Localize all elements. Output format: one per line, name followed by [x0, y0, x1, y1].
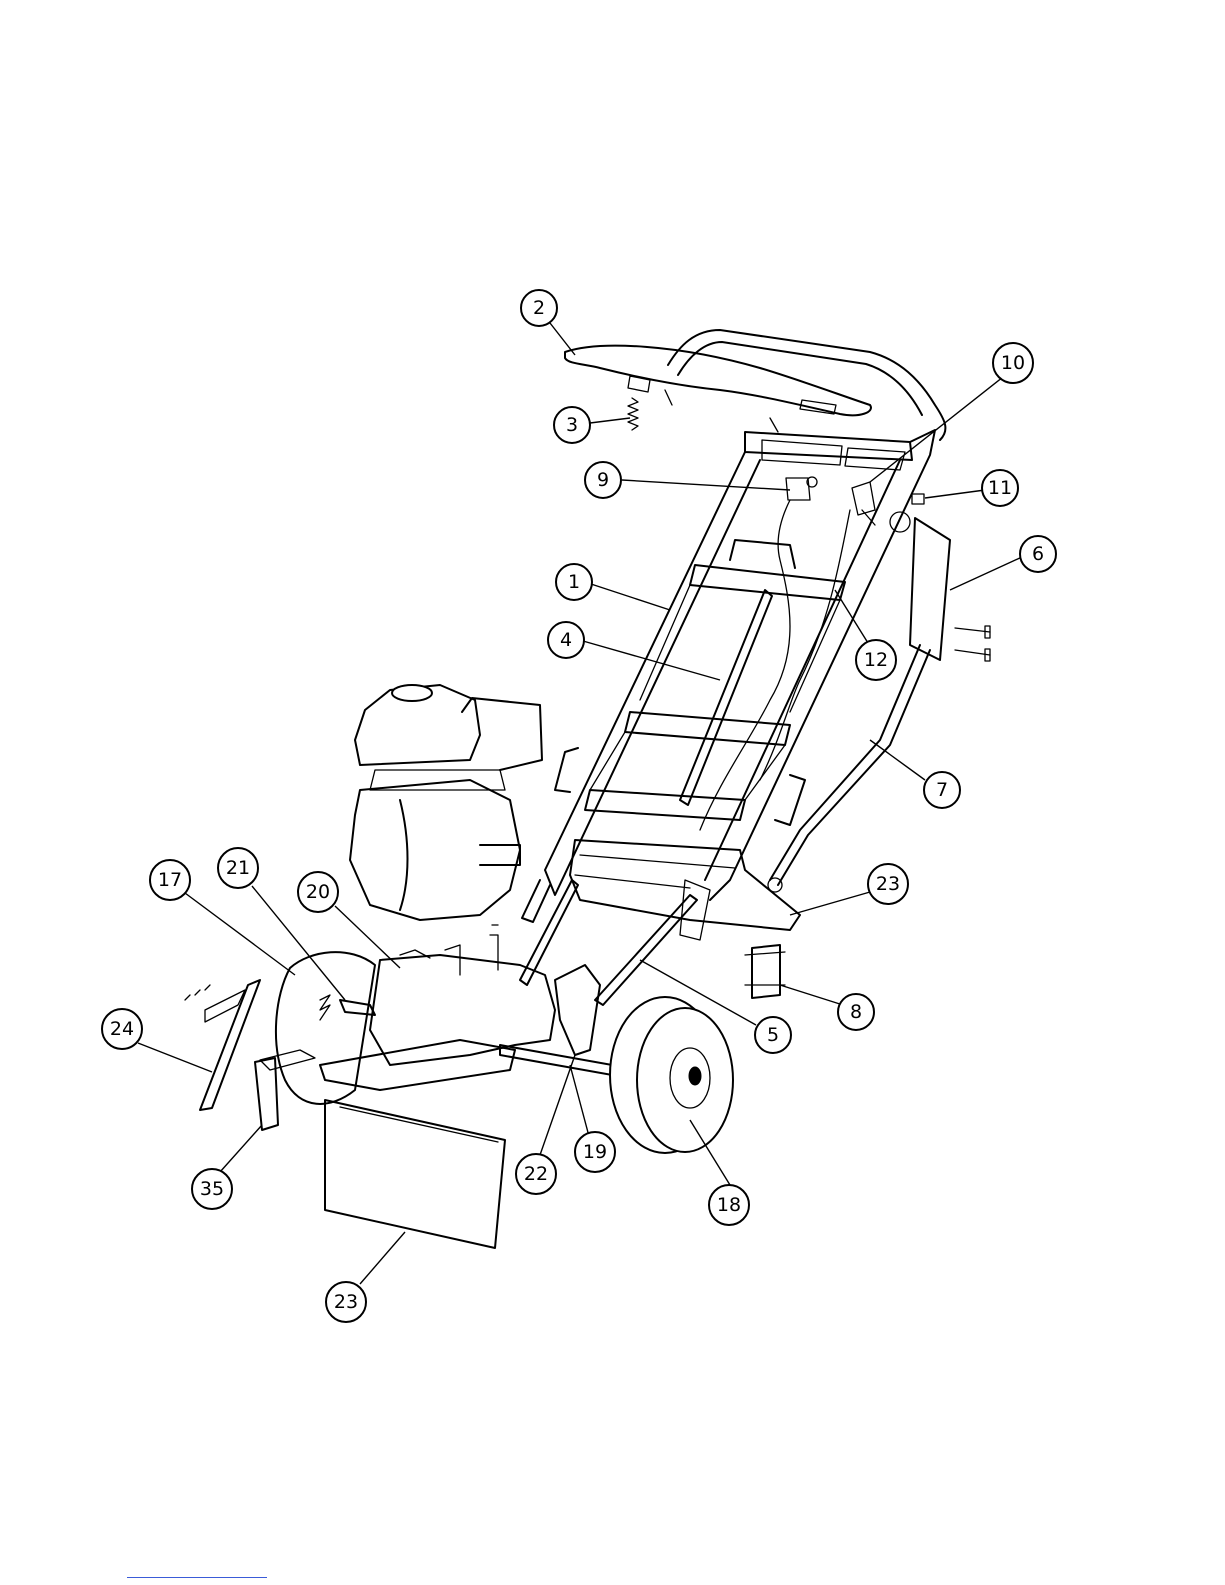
callout-12: 12 — [856, 640, 896, 680]
callout-label: 4 — [560, 629, 572, 651]
callout-label: 20 — [306, 881, 330, 903]
clamp-part-8 — [745, 945, 785, 998]
callout-1: 1 — [556, 564, 592, 600]
footer-rule — [127, 1577, 267, 1578]
rod-part-5 — [520, 880, 697, 1005]
callout-label: 23 — [876, 873, 900, 895]
callout-label: 18 — [717, 1194, 741, 1216]
callout-label: 10 — [1001, 352, 1025, 374]
callout-label: 3 — [566, 414, 578, 436]
callout-label: 2 — [533, 297, 545, 319]
callout-23-lower: 23 — [326, 1282, 366, 1322]
tooth-plate-part-24 — [185, 980, 260, 1110]
callout-5: 5 — [755, 1017, 791, 1053]
callout-label: 22 — [524, 1163, 548, 1185]
callout-label: 11 — [988, 477, 1012, 499]
callout-7: 7 — [924, 772, 960, 808]
callout-4: 4 — [548, 622, 584, 658]
callout-20: 20 — [298, 872, 338, 912]
guard-plate-part-23 — [325, 1100, 505, 1248]
switch-part-10 — [852, 482, 875, 525]
spring-part — [628, 398, 638, 430]
callout-9: 9 — [585, 462, 621, 498]
rod-part-4 — [680, 590, 772, 805]
callout-label: 9 — [597, 469, 609, 491]
callout-18: 18 — [709, 1185, 749, 1225]
handle-bar-part — [565, 330, 945, 440]
callout-3: 3 — [554, 407, 590, 443]
callout-label: 7 — [936, 779, 948, 801]
bracket-plate-part-6 — [890, 512, 990, 661]
callout-label: 1 — [568, 571, 580, 593]
cutter-wheel-part-17 — [276, 952, 375, 1104]
callout-10: 10 — [993, 343, 1033, 383]
callout-label: 8 — [850, 1001, 862, 1023]
callout-label: 23 — [334, 1291, 358, 1313]
engine — [350, 685, 542, 920]
callout-19: 19 — [575, 1132, 615, 1172]
callout-35: 35 — [192, 1169, 232, 1209]
control-rod-part-7 — [768, 645, 930, 892]
callout-2: 2 — [521, 290, 557, 326]
callout-label: 5 — [767, 1024, 779, 1046]
bracket-part-9 — [786, 477, 817, 500]
callout-label: 35 — [200, 1178, 224, 1200]
callout-23-upper: 23 — [868, 864, 908, 904]
base-plate — [260, 1040, 515, 1090]
callout-17: 17 — [150, 860, 190, 900]
callout-label: 17 — [158, 869, 182, 891]
callout-21: 21 — [218, 848, 258, 888]
bracket-part-22 — [555, 965, 600, 1055]
callout-label: 21 — [226, 857, 250, 879]
callout-label: 12 — [864, 649, 888, 671]
main-frame-part — [522, 430, 935, 940]
switch-part-11 — [912, 494, 924, 504]
callout-label: 19 — [583, 1141, 607, 1163]
callout-24: 24 — [102, 1009, 142, 1049]
callout-8: 8 — [838, 994, 874, 1030]
callout-22: 22 — [516, 1154, 556, 1194]
callout-label: 24 — [110, 1018, 134, 1040]
callout-label: 6 — [1032, 543, 1044, 565]
callout-6: 6 — [1020, 536, 1056, 572]
callout-11: 11 — [982, 470, 1018, 506]
cutter-housing-part-20 — [370, 925, 555, 1065]
shield-part-35 — [255, 1058, 278, 1130]
wheel-part-18 — [610, 997, 733, 1153]
